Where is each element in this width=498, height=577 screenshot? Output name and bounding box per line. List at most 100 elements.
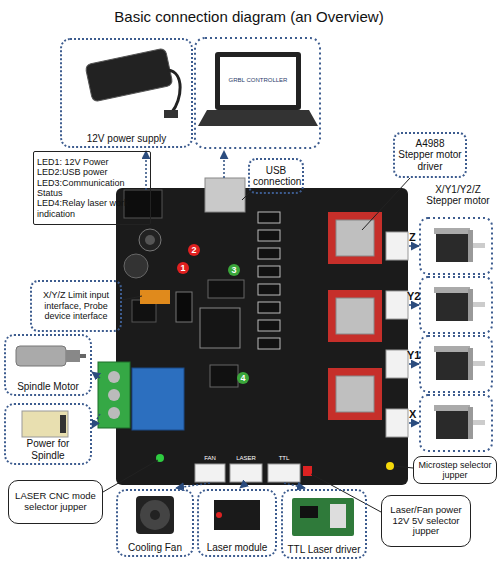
terminal-block: [98, 362, 130, 428]
box-text: Spindle Motor: [9, 381, 87, 393]
device-box: Cooling Fan: [116, 489, 194, 557]
box-text: LED4:Relay laser work indication: [37, 198, 147, 219]
box-text: Power for Spindle: [9, 438, 87, 461]
usb-port: [205, 178, 245, 212]
stepper-motor: [434, 287, 485, 321]
terminal-screw: [108, 371, 120, 383]
motor-flange: [468, 230, 473, 262]
motor-connector: [386, 350, 408, 378]
box-text: 12V power supply: [65, 133, 188, 145]
device-box: Power for Spindle: [4, 403, 92, 465]
motor-plate: [434, 346, 470, 352]
leader-arrow: [92, 372, 100, 378]
diagram-title: Basic connection diagram (an Overview): [0, 8, 498, 25]
leader-arrow: [409, 422, 419, 424]
box-text: LED3:Communication Status: [37, 178, 147, 199]
callout-box: A4988 Stepper motor driver: [393, 132, 467, 178]
heatsink: [336, 376, 374, 412]
microcontroller: [200, 308, 240, 348]
device-box: Spindle Motor: [4, 334, 92, 396]
ttl-connector: [268, 464, 300, 482]
motor-frame: [420, 218, 492, 274]
leader-arrow: [240, 483, 246, 488]
power-plug: [164, 110, 178, 118]
callout-circle: [237, 372, 249, 384]
leader-line: [242, 192, 250, 200]
leader-line: [394, 466, 413, 468]
leader-line: [362, 178, 410, 230]
optocoupler: [258, 266, 280, 277]
optocoupler: [258, 302, 280, 313]
terminal-screw: [108, 407, 120, 419]
optocoupler: [258, 338, 280, 349]
capacitor: [139, 229, 161, 251]
motor-connector: [386, 291, 408, 319]
laser-body: [214, 500, 260, 530]
chip: [210, 365, 238, 387]
leader-arrow: [176, 483, 210, 488]
box-text: LED2:USB power: [37, 167, 147, 177]
laptop-base: [198, 110, 318, 126]
leader-arrow: [92, 414, 100, 428]
leader-arrow: [145, 151, 147, 190]
pin-header: [176, 292, 192, 322]
optocoupler: [258, 230, 280, 241]
leader-arrow: [223, 151, 225, 178]
callout-box: X/Y/Z Limit input interface, Probe devic…: [30, 280, 122, 332]
motor-flange: [468, 289, 473, 321]
power-jumper: [303, 466, 312, 476]
leader-line: [103, 460, 158, 492]
callout-number: 3: [228, 264, 240, 276]
box-text: Laser/Fan power 12V 5V selector jupper: [385, 505, 467, 538]
callout-box: Laser/Fan power 12V 5V selector jupper: [381, 495, 471, 547]
motor-shaft: [473, 243, 485, 248]
box-text: Microstep selector jupper: [417, 460, 493, 481]
laser-connector: [230, 464, 262, 482]
motor-plate: [434, 228, 470, 234]
motor-shaft: [473, 302, 485, 307]
heatsink: [336, 220, 374, 256]
spindle-body: [16, 346, 66, 366]
screen-text: GRBL CONTROLLER: [220, 77, 296, 84]
leader-arrow: [409, 304, 419, 306]
axis-label: Z: [409, 231, 421, 243]
stepper-motor: [434, 228, 485, 262]
optocoupler: [258, 320, 280, 331]
spindle-power-unit: [22, 411, 68, 437]
motor-plate: [434, 287, 470, 293]
motor-body: [436, 230, 468, 262]
box-text: Cooling Fan: [121, 542, 189, 554]
power-cable: [168, 70, 180, 112]
callout-number: 4: [237, 372, 249, 384]
leader-line: [122, 296, 142, 300]
silkscreen-label: TTL: [268, 455, 300, 462]
box-text: TTL Laser driver: [286, 544, 362, 556]
terminal-screw: [108, 389, 120, 401]
optocoupler: [258, 212, 280, 223]
laptop-screen: [220, 57, 296, 105]
motor-frame: [420, 336, 492, 392]
stepper-driver: [328, 290, 382, 342]
box-text: LED1: 12V Power: [37, 157, 147, 167]
laptop-frame: [195, 38, 320, 148]
power-brick: [85, 48, 173, 102]
axis-label: X: [409, 408, 421, 420]
leader-arrow: [409, 245, 419, 247]
laser-lens: [216, 512, 222, 518]
optocoupler: [258, 248, 280, 259]
motor-connector: [386, 409, 408, 437]
controller-board: [116, 188, 408, 485]
dc-jack: [124, 190, 162, 218]
motor-plate: [434, 405, 470, 411]
spindle-bit: [80, 354, 86, 358]
stepper-driver: [328, 368, 382, 420]
motor-connector: [386, 232, 408, 260]
fan-hub: [150, 510, 160, 520]
callout-circle: [188, 244, 200, 256]
axis-label: Y2: [407, 290, 421, 302]
optocoupler: [258, 284, 280, 295]
motor-shaft: [473, 420, 485, 425]
relay: [132, 368, 184, 430]
part-label: X/Y1/Y2/Z Stepper motor: [420, 184, 496, 206]
